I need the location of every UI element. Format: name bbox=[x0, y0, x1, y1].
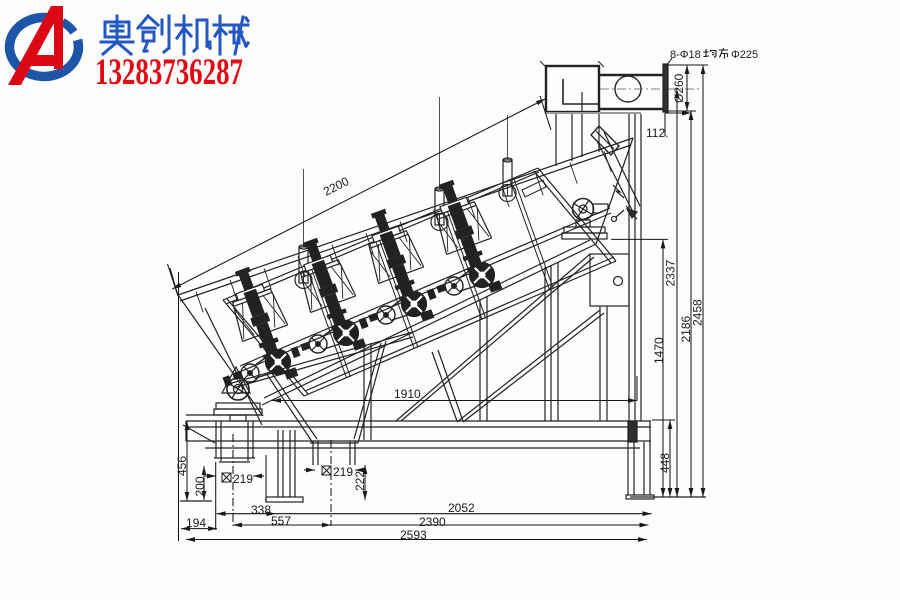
svg-text:13283736287: 13283736287 bbox=[95, 52, 243, 93]
svg-text:222: 222 bbox=[353, 471, 367, 491]
svg-text:2200: 2200 bbox=[321, 174, 351, 199]
svg-text:2458: 2458 bbox=[691, 299, 705, 326]
svg-text:1470: 1470 bbox=[652, 337, 666, 364]
svg-text:2390: 2390 bbox=[419, 515, 446, 529]
svg-text:2052: 2052 bbox=[448, 501, 475, 515]
svg-text:1910: 1910 bbox=[394, 387, 421, 401]
svg-text:Φ225: Φ225 bbox=[731, 49, 758, 61]
svg-text:Ø260: Ø260 bbox=[672, 73, 686, 103]
svg-text:219: 219 bbox=[233, 472, 253, 486]
svg-text:2593: 2593 bbox=[400, 528, 427, 542]
svg-text:112.: 112. bbox=[646, 126, 668, 140]
svg-text:338: 338 bbox=[251, 503, 271, 517]
svg-text:557: 557 bbox=[271, 514, 291, 528]
svg-text:200: 200 bbox=[193, 476, 207, 496]
svg-text:2337: 2337 bbox=[664, 259, 678, 286]
svg-text:8-Φ18: 8-Φ18 bbox=[670, 49, 701, 61]
svg-text:194: 194 bbox=[186, 516, 206, 530]
svg-text:2186: 2186 bbox=[679, 315, 693, 342]
svg-text:219: 219 bbox=[333, 465, 353, 479]
svg-text:448: 448 bbox=[658, 453, 672, 473]
svg-text:456: 456 bbox=[175, 456, 189, 476]
